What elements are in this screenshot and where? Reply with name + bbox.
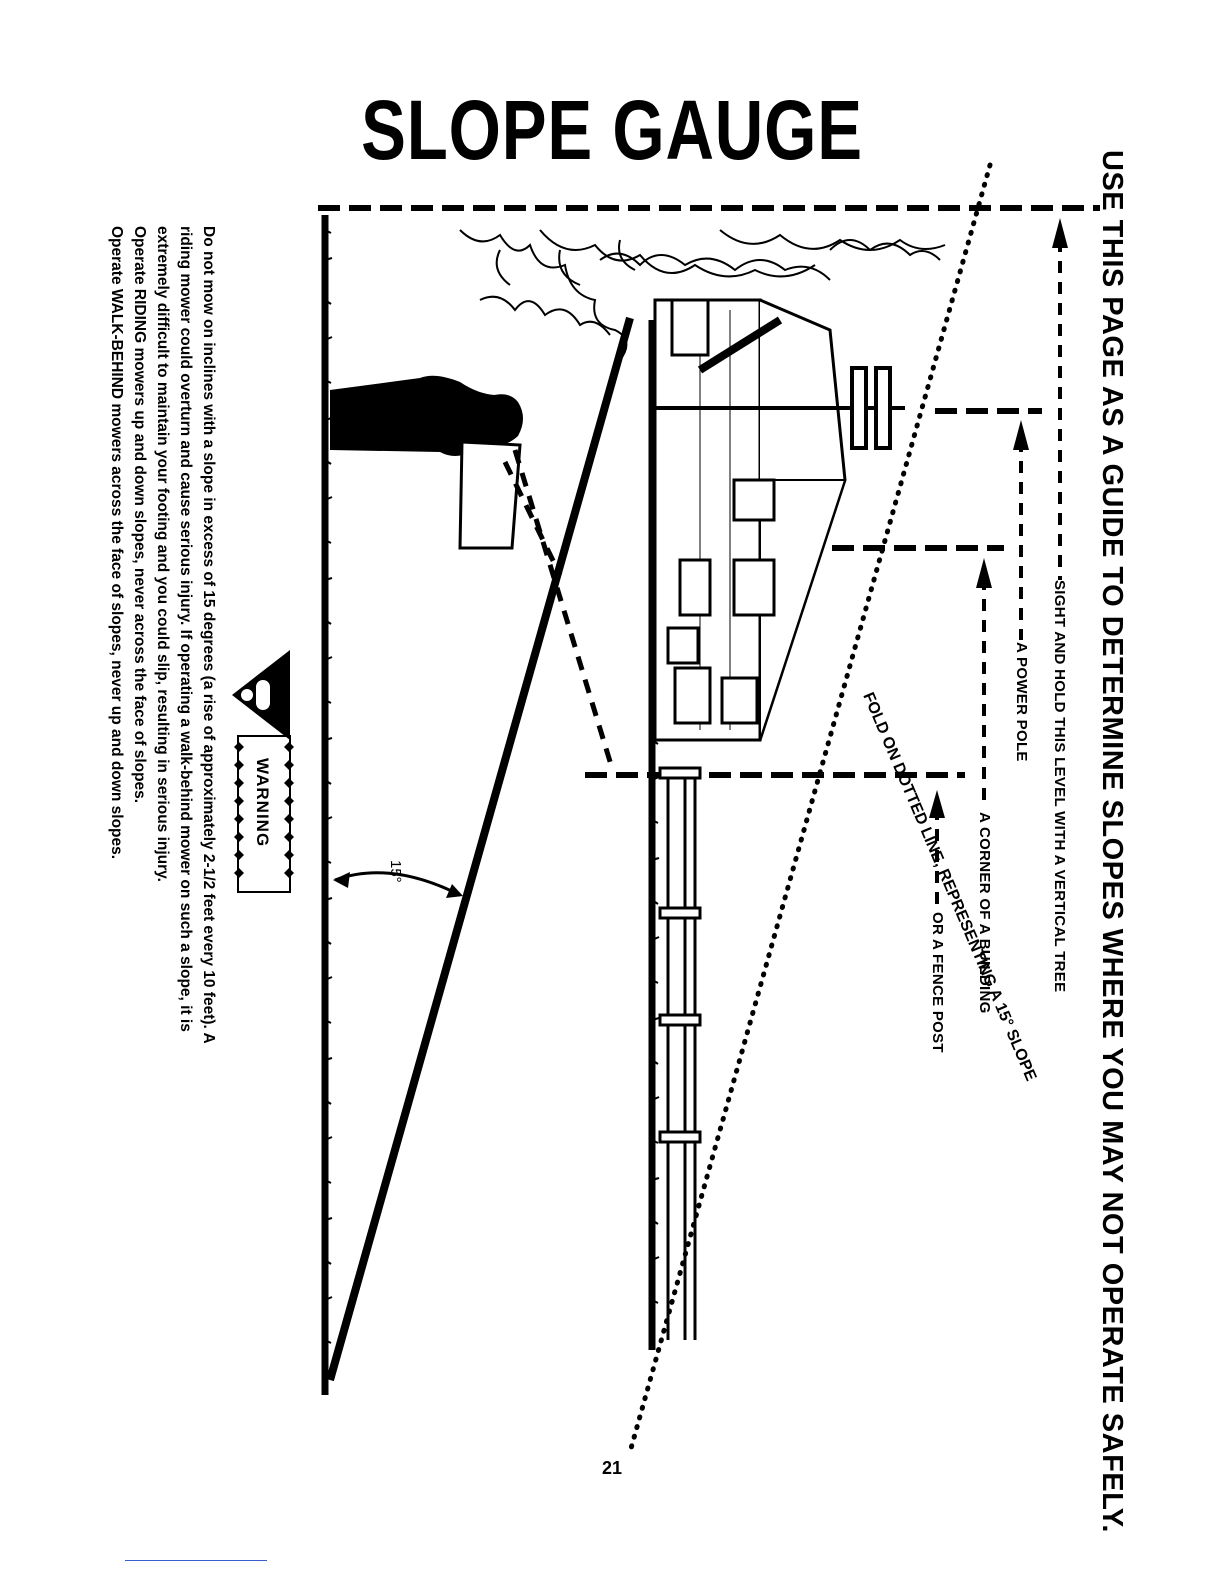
warning-badge-border bbox=[234, 735, 294, 893]
page-title: SLOPE GAUGE bbox=[361, 83, 863, 177]
sight-line-upper bbox=[512, 449, 615, 769]
warning-line: Operate WALK-BEHIND mowers across the fa… bbox=[108, 226, 125, 860]
person-silhouette bbox=[330, 375, 523, 550]
arrow-up-icon bbox=[976, 558, 992, 588]
arrow-right-icon bbox=[446, 884, 463, 898]
page-number: 21 bbox=[601, 1458, 623, 1478]
footer-rule bbox=[125, 1560, 267, 1561]
slope-ground-line bbox=[326, 316, 634, 1382]
fence-drawing bbox=[658, 766, 702, 1340]
arrow-up-icon bbox=[1013, 420, 1029, 450]
warning-line: Operate RIDING mowers up and down slopes… bbox=[131, 226, 148, 804]
warning-triangle-icon bbox=[232, 650, 290, 740]
warning-body: Do not mow on inclines with a slope in e… bbox=[105, 226, 220, 1044]
arrow-left-icon bbox=[333, 872, 350, 888]
warning-line: extremely difficult to maintain your foo… bbox=[154, 226, 171, 882]
power-pole-drawing bbox=[655, 366, 905, 450]
tree-drawing bbox=[459, 229, 946, 361]
house-drawing bbox=[653, 298, 847, 742]
warning-line: Do not mow on inclines with a slope in e… bbox=[200, 226, 217, 1044]
arrow-up-icon bbox=[929, 790, 945, 818]
angle-label: 15° bbox=[387, 860, 404, 883]
warning-line: riding mower could overturn and cause se… bbox=[177, 226, 194, 1032]
fold-dotted-line bbox=[627, 162, 993, 1455]
warning-badge: WARNING bbox=[253, 758, 272, 848]
arrow-up-icon bbox=[1052, 218, 1068, 248]
